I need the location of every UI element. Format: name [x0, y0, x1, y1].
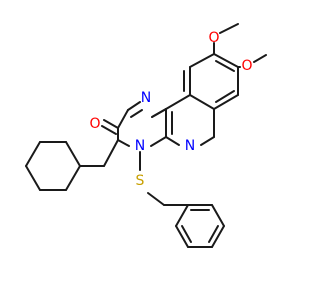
bond — [215, 90, 235, 103]
bond — [211, 225, 225, 248]
bond — [25, 165, 41, 191]
atom-oxygen-methoxy-top: O — [208, 30, 219, 46]
bond — [213, 53, 239, 68]
atom-oxygen-carbonyl: O — [89, 116, 100, 132]
bonds — [25, 23, 267, 248]
bond — [219, 23, 239, 34]
bond — [103, 119, 119, 129]
bond — [213, 94, 239, 110]
atom-labels: O O O N N N S — [89, 30, 252, 189]
bond — [117, 109, 129, 129]
bond — [25, 141, 41, 167]
atom-oxygen-methoxy-right: O — [241, 58, 252, 74]
bond — [215, 60, 235, 72]
bond — [208, 225, 219, 243]
bond — [253, 54, 267, 63]
bond — [101, 125, 117, 135]
bond — [65, 165, 81, 191]
bond — [103, 139, 119, 167]
bond — [165, 136, 180, 146]
bond — [117, 139, 130, 147]
bond — [150, 136, 167, 147]
bond — [147, 192, 165, 206]
bond — [127, 101, 141, 111]
bond — [130, 109, 143, 118]
bond — [211, 204, 225, 227]
bond — [189, 53, 215, 68]
bond — [151, 108, 167, 118]
atom-nitrogen-imidazole: N — [141, 90, 151, 106]
bond — [165, 94, 191, 110]
atom-nitrogen-bridgehead: N — [135, 138, 145, 154]
atom-nitrogen-quinazoline: N — [185, 138, 195, 154]
bond — [65, 141, 81, 167]
atom-sulfur-thioether: S — [136, 173, 145, 189]
bond — [189, 94, 215, 110]
bond — [181, 225, 192, 243]
bond — [175, 225, 189, 248]
bond — [175, 204, 189, 227]
molecule-structure: O O O N N N S — [25, 23, 267, 248]
bond — [200, 136, 215, 146]
